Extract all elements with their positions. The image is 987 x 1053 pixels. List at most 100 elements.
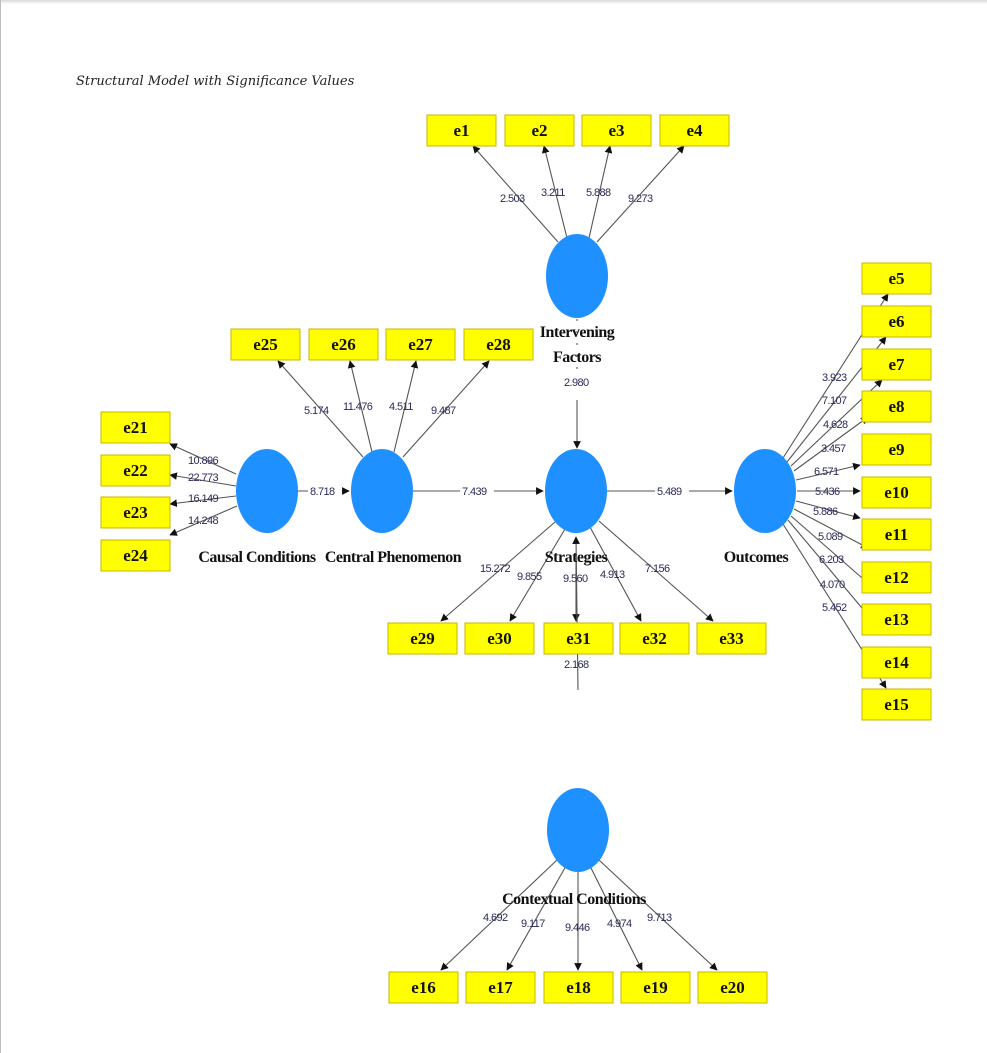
latent-label-strategies: Strategies bbox=[545, 549, 608, 566]
indicator-box-e23[interactable]: e23 bbox=[100, 496, 171, 529]
latent-variable-central[interactable] bbox=[351, 449, 413, 533]
indicator-label-e14: e14 bbox=[884, 653, 909, 672]
latent-variable-intervening[interactable] bbox=[546, 234, 608, 318]
indicator-label-e11: e11 bbox=[885, 525, 909, 544]
indicator-box-e30[interactable]: e30 bbox=[464, 622, 535, 655]
indicator-box-e19[interactable]: e19 bbox=[620, 971, 691, 1004]
loading-edge-e21 bbox=[169, 443, 237, 475]
indicator-box-e1[interactable]: e1 bbox=[426, 114, 497, 147]
indicator-box-e33[interactable]: e33 bbox=[696, 622, 767, 655]
indicator-box-e18[interactable]: e18 bbox=[543, 971, 614, 1004]
loading-value-e4: 9.273 bbox=[628, 193, 653, 205]
indicator-label-e2: e2 bbox=[531, 121, 547, 140]
loading-edge-e30 bbox=[509, 528, 566, 622]
latent-label-intervening-line2: Factors bbox=[553, 349, 601, 366]
indicator-label-e4: e4 bbox=[686, 121, 703, 140]
indicator-box-e22[interactable]: e22 bbox=[100, 454, 171, 487]
indicator-box-e21[interactable]: e21 bbox=[100, 411, 171, 444]
loading-edge-e29 bbox=[440, 521, 556, 622]
indicator-label-e18: e18 bbox=[566, 978, 591, 997]
loading-value-e1: 2.503 bbox=[500, 193, 525, 205]
loading-value-e30: 9.855 bbox=[517, 571, 542, 583]
loading-edge-e19 bbox=[589, 865, 643, 971]
indicator-box-e7[interactable]: e7 bbox=[861, 348, 932, 381]
loading-edge-e24 bbox=[169, 505, 238, 536]
loading-value-e2: 3.211 bbox=[541, 187, 565, 199]
loading-value-e32: 4.913 bbox=[600, 569, 625, 581]
loading-value-e18: 9.446 bbox=[565, 922, 590, 934]
indicator-box-e2[interactable]: e2 bbox=[504, 114, 575, 147]
figure-caption: Structural Model with Significance Value… bbox=[76, 74, 355, 89]
latent-variable-causal[interactable] bbox=[236, 449, 298, 533]
indicator-label-e22: e22 bbox=[123, 461, 148, 480]
indicator-box-e24[interactable]: e24 bbox=[100, 539, 171, 572]
latent-label-central: Central Phenomenon bbox=[325, 549, 462, 566]
indicator-label-e17: e17 bbox=[488, 978, 513, 997]
latent-variable-contextual[interactable] bbox=[547, 788, 609, 872]
indicator-box-e11[interactable]: e11 bbox=[861, 518, 932, 551]
indicator-box-e4[interactable]: e4 bbox=[659, 114, 730, 147]
loading-value-e24: 14.248 bbox=[188, 515, 219, 527]
loading-edge-e8 bbox=[793, 416, 869, 472]
indicator-label-e25: e25 bbox=[253, 335, 278, 354]
indicator-label-e13: e13 bbox=[884, 610, 909, 629]
indicator-label-e1: e1 bbox=[453, 121, 469, 140]
indicator-label-e10: e10 bbox=[884, 483, 909, 502]
indicator-box-e31[interactable]: e31 bbox=[543, 622, 614, 655]
loading-edge-e1 bbox=[472, 145, 559, 243]
indicator-box-e32[interactable]: e32 bbox=[619, 622, 690, 655]
indicator-box-e6[interactable]: e6 bbox=[861, 305, 932, 338]
indicator-label-e28: e28 bbox=[486, 335, 511, 354]
window-left-edge bbox=[0, 0, 1, 1053]
indicator-label-e5: e5 bbox=[888, 269, 904, 288]
indicator-box-e13[interactable]: e13 bbox=[861, 603, 932, 636]
indicator-label-e29: e29 bbox=[410, 629, 435, 648]
loading-edge-e22 bbox=[169, 472, 237, 487]
indicator-label-e15: e15 bbox=[884, 695, 909, 714]
indicator-box-e14[interactable]: e14 bbox=[861, 646, 932, 679]
indicator-box-e5[interactable]: e5 bbox=[861, 262, 932, 295]
indicator-label-e26: e26 bbox=[331, 335, 356, 354]
path-edge-contextual-to-strategies bbox=[572, 536, 580, 691]
indicator-label-e12: e12 bbox=[884, 568, 909, 587]
loading-edge-e33 bbox=[598, 520, 714, 622]
loading-value-e10: 5.436 bbox=[815, 486, 840, 498]
loading-value-e29: 15.272 bbox=[480, 563, 511, 575]
loading-value-e17: 9.117 bbox=[521, 918, 545, 930]
indicator-box-e17[interactable]: e17 bbox=[465, 971, 536, 1004]
latent-variable-outcomes[interactable] bbox=[734, 449, 796, 533]
indicator-box-e10[interactable]: e10 bbox=[861, 476, 932, 509]
window-top-edge bbox=[0, 0, 987, 4]
indicator-box-e26[interactable]: e26 bbox=[308, 328, 379, 361]
loading-edge-e16 bbox=[440, 859, 558, 971]
latent-label-contextual: Contextual Conditions bbox=[502, 891, 646, 908]
indicator-box-e28[interactable]: e28 bbox=[463, 328, 534, 361]
indicator-box-e15[interactable]: e15 bbox=[861, 688, 932, 721]
indicator-box-e25[interactable]: e25 bbox=[230, 328, 301, 361]
loading-edge-e20 bbox=[598, 859, 718, 971]
indicator-box-e3[interactable]: e3 bbox=[581, 114, 652, 147]
loading-value-e33: 7.156 bbox=[645, 563, 670, 575]
indicator-label-e24: e24 bbox=[123, 546, 148, 565]
path-coefficient-contextual-to-strategies: 2.168 bbox=[564, 659, 589, 671]
indicator-label-e6: e6 bbox=[888, 312, 904, 331]
loading-edge-e28 bbox=[402, 360, 490, 458]
indicator-box-e9[interactable]: e9 bbox=[861, 433, 932, 466]
indicator-box-e16[interactable]: e16 bbox=[388, 971, 459, 1004]
loading-value-e25: 5.174 bbox=[304, 405, 329, 417]
indicator-box-e29[interactable]: e29 bbox=[387, 622, 458, 655]
latent-label-causal: Causal Conditions bbox=[198, 549, 316, 566]
indicator-label-e31: e31 bbox=[566, 629, 591, 648]
latent-variable-strategies[interactable] bbox=[545, 449, 607, 533]
loading-value-e28: 9.487 bbox=[431, 405, 456, 417]
loading-edge-e9 bbox=[795, 462, 861, 481]
path-coefficient-intervening-to-strategies: 2.980 bbox=[564, 377, 589, 389]
loading-edge-e23 bbox=[169, 495, 237, 507]
indicator-box-e12[interactable]: e12 bbox=[861, 561, 932, 594]
indicator-box-e8[interactable]: e8 bbox=[861, 390, 932, 423]
indicator-box-e20[interactable]: e20 bbox=[697, 971, 768, 1004]
loading-edge-e3 bbox=[588, 145, 613, 239]
loading-edge-e26 bbox=[347, 360, 373, 453]
indicator-box-e27[interactable]: e27 bbox=[385, 328, 456, 361]
